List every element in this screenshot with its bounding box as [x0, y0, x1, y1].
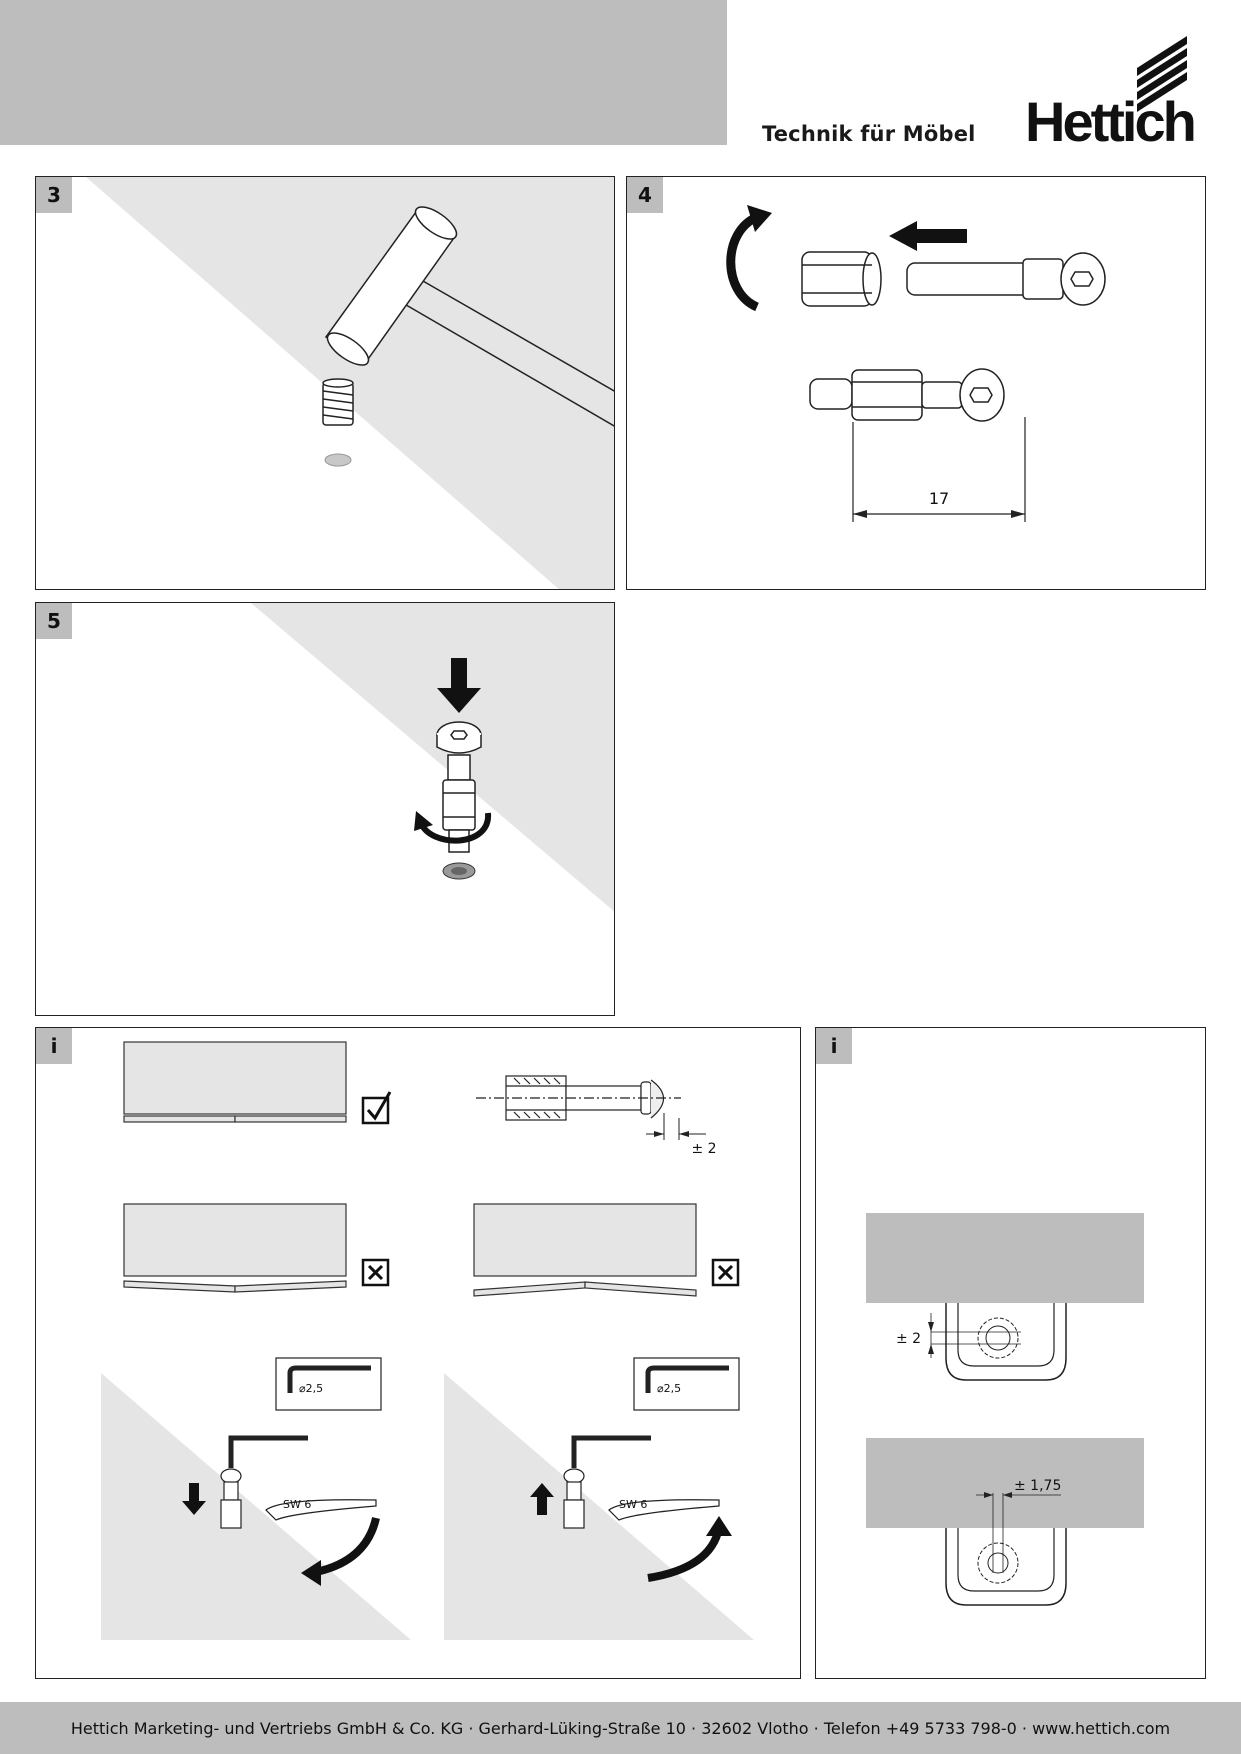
info-badge: i — [816, 1028, 852, 1064]
wrench-icon — [608, 1499, 720, 1521]
slogan: Technik für Möbel — [762, 122, 976, 146]
logo-stripes-icon — [1137, 36, 1187, 112]
tolerance-label: ± 2 — [691, 1141, 716, 1157]
hex-key-icon — [228, 1435, 308, 1468]
footer: Hettich Marketing- und Vertriebs GmbH & … — [0, 1702, 1241, 1754]
down-arrow-icon — [189, 1483, 199, 1501]
hex-key-size: ⌀2,5 — [299, 1382, 323, 1395]
hammer-illustration — [86, 177, 614, 589]
check-icon — [361, 1091, 392, 1125]
hex-key-size: ⌀2,5 — [657, 1382, 681, 1395]
logo-wordmark: Hettich — [1025, 90, 1197, 153]
panel-step-3: 3 — [35, 176, 615, 590]
info-badge: i — [36, 1028, 72, 1064]
threaded-insert-icon — [322, 378, 354, 426]
wrench-icon — [265, 1499, 377, 1521]
panel-info-left: i — [35, 1027, 801, 1679]
wrench-size: SW 6 — [619, 1498, 647, 1511]
left-arrow-icon — [917, 229, 967, 243]
hettich-logo: Hettich — [1025, 30, 1210, 150]
cross-icon — [361, 1258, 390, 1287]
tolerance-label: ± 2 — [896, 1331, 921, 1347]
hex-key-icon — [571, 1435, 651, 1468]
footer-contact: Hettich Marketing- und Vertriebs GmbH & … — [70, 1718, 1171, 1738]
up-arrow-icon — [537, 1497, 547, 1515]
dimension-label: 17 — [929, 489, 949, 508]
hex-key-box-right: ⌀2,5 — [633, 1357, 740, 1411]
insert-connector-illustration — [251, 603, 614, 912]
connector-assembly-illustration: 17 — [726, 205, 1106, 522]
panel-step-5: 5 — [35, 602, 615, 1016]
connector-section-icon — [476, 1075, 681, 1121]
step-badge: 5 — [36, 603, 72, 639]
panel-info-right: i ± 2 ± 1,75 — [815, 1027, 1206, 1679]
tolerance-detail-illustration: ± 2 ± 1,75 — [866, 1213, 1144, 1606]
rotate-arrow-icon — [726, 212, 760, 312]
header-band — [0, 0, 727, 145]
hex-key-box-left: ⌀2,5 — [275, 1357, 382, 1411]
rotate-arrow-icon — [418, 812, 492, 844]
down-arrow-icon — [451, 658, 467, 690]
step-badge: 4 — [627, 177, 663, 213]
wrench-size: SW 6 — [283, 1498, 311, 1511]
alignment-hints-illustration: ± 2 ⌀2,5 SW 6 ⌀2,5 — [101, 1041, 754, 1640]
step-badge: 3 — [36, 177, 72, 213]
cross-icon — [711, 1258, 740, 1287]
tolerance-label: ± 1,75 — [1014, 1478, 1061, 1494]
rotate-arrow-icon — [310, 1516, 380, 1577]
panel-step-4: 4 — [626, 176, 1206, 590]
